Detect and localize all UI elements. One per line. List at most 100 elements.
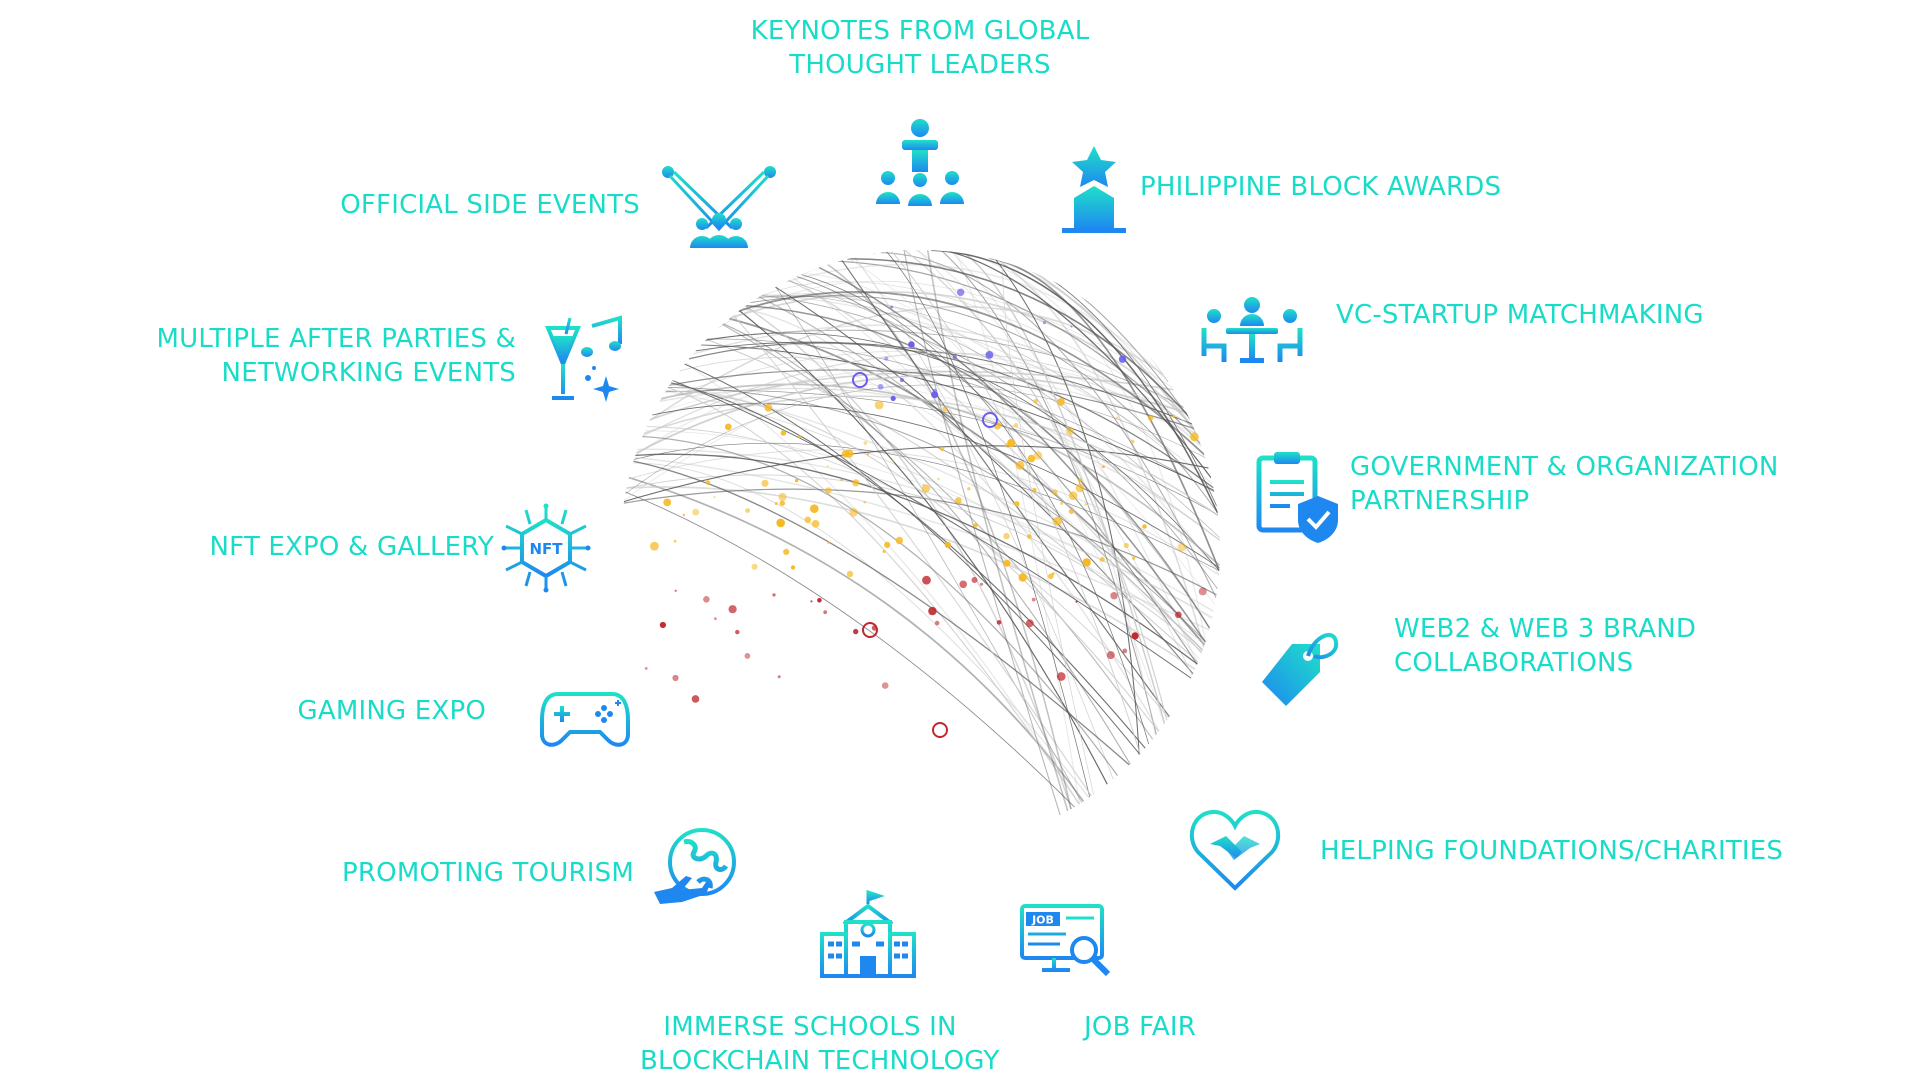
globe-node — [985, 351, 994, 359]
globe-strand — [623, 445, 1209, 503]
globe-node — [1122, 648, 1128, 654]
globe-node — [1015, 460, 1025, 470]
feature-block-awards-line-1: PHILIPPINE BLOCK AWARDS — [1140, 172, 1502, 202]
globe-strand — [915, 250, 1157, 736]
globe-strand — [759, 281, 1188, 416]
globe-node-ring — [852, 372, 868, 388]
globe-node — [841, 450, 850, 458]
feature-tourism-line-1: PROMOTING TOURISM — [342, 858, 634, 888]
globe-node — [944, 541, 951, 549]
globe-strand — [651, 382, 1220, 541]
globe-node — [863, 441, 868, 445]
globe-node — [1075, 600, 1078, 603]
globe-node — [724, 423, 732, 431]
globe-node — [1060, 502, 1063, 505]
globe-strand — [722, 323, 1131, 765]
globe-node — [1198, 587, 1207, 596]
globe-node — [776, 518, 785, 528]
globe-strand — [802, 250, 1197, 434]
globe-node — [895, 536, 904, 545]
globe-strand — [637, 448, 1213, 619]
globe-node — [713, 496, 716, 499]
globe-node — [1102, 465, 1105, 468]
globe-node — [863, 500, 867, 504]
globe-node — [1123, 542, 1129, 549]
globe-strand — [917, 250, 1193, 677]
feature-brand-collab-line-1: WEB2 & WEB 3 BRAND — [1394, 614, 1697, 644]
globe-node — [1027, 454, 1036, 463]
globe-strand — [801, 274, 1150, 745]
globe-strand — [642, 435, 1119, 777]
globe-node — [1115, 416, 1119, 420]
globe-node — [892, 459, 895, 463]
globe-strand — [1002, 261, 1094, 795]
globe-node — [1057, 398, 1065, 406]
globe-node — [691, 695, 700, 703]
feature-gaming-expo-label: GAMING EXPO — [240, 694, 486, 728]
globe-node — [674, 589, 677, 592]
globe-node — [1075, 483, 1085, 493]
globe-node — [751, 563, 758, 570]
globe-node — [783, 548, 790, 555]
globe-nodes — [644, 288, 1207, 738]
globe-strand — [628, 449, 1220, 576]
globe-strand — [758, 296, 1204, 651]
globe-node — [778, 492, 787, 502]
globe-strand — [632, 462, 1090, 799]
globe-strand — [684, 363, 1141, 755]
feature-schools-line-2: BLOCKCHAIN TECHNOLOGY — [640, 1046, 1000, 1076]
globe-node — [971, 577, 978, 583]
globe-node — [823, 610, 828, 615]
globe-node — [1018, 573, 1027, 582]
globe-node — [1051, 572, 1055, 576]
globe-node — [1053, 516, 1063, 526]
globe-strand — [652, 403, 1220, 569]
feature-charities-line-1: HELPING FOUNDATIONS/CHARITIES — [1320, 836, 1784, 866]
globe-node — [940, 446, 945, 452]
heart-hands-icon — [1189, 808, 1281, 891]
globe-node — [955, 497, 962, 504]
globe-node — [1014, 501, 1020, 507]
globe-strand — [787, 280, 1211, 629]
globe-node — [1007, 439, 1016, 447]
globe-node — [1070, 325, 1073, 328]
globe-node — [659, 621, 666, 629]
globe-node — [846, 570, 854, 578]
globe-strand — [818, 266, 1207, 643]
globe-strand — [948, 250, 1212, 479]
globe-node — [779, 500, 785, 506]
feature-gov-partnership-line-2: PARTNERSHIP — [1350, 486, 1530, 516]
clipboard-shield-icon — [1256, 448, 1340, 544]
globe-strand — [742, 307, 1160, 732]
globe-strand — [643, 395, 1219, 517]
globe-node — [1027, 534, 1032, 539]
globe-node — [798, 435, 801, 439]
globe-node — [1078, 478, 1082, 483]
globe-node — [772, 593, 776, 597]
feature-job-fair-line-1: JOB FAIR — [1084, 1012, 1196, 1042]
globe-node — [780, 430, 787, 436]
globe-node — [932, 388, 937, 393]
globe-node — [1032, 487, 1037, 493]
globe-strand — [625, 384, 1206, 495]
meeting-table-icon — [1200, 296, 1304, 364]
globe-node — [1106, 651, 1115, 660]
globe-node — [959, 580, 967, 589]
feature-vc-matchmaking-label: VC-STARTUP MATCHMAKING — [1336, 298, 1756, 332]
speaker-podium-icon — [872, 118, 968, 208]
job-monitor-text: JOB — [1031, 914, 1054, 927]
globe-node-ring — [982, 412, 998, 428]
globe-node — [692, 508, 700, 516]
globe-node — [931, 391, 939, 399]
globe-node — [1068, 491, 1078, 501]
globe-strand — [732, 314, 1092, 797]
globe-node — [996, 620, 1002, 625]
globe-strand — [706, 338, 1215, 493]
feature-side-events-line-1: OFFICIAL SIDE EVENTS — [340, 190, 640, 220]
globe-node — [1025, 619, 1034, 628]
feature-gov-partnership-label: GOVERNMENT & ORGANIZATION PARTNERSHIP — [1350, 450, 1790, 518]
globe-node — [825, 487, 832, 494]
globe-strand — [659, 387, 1220, 542]
globe-strand — [625, 491, 1075, 808]
